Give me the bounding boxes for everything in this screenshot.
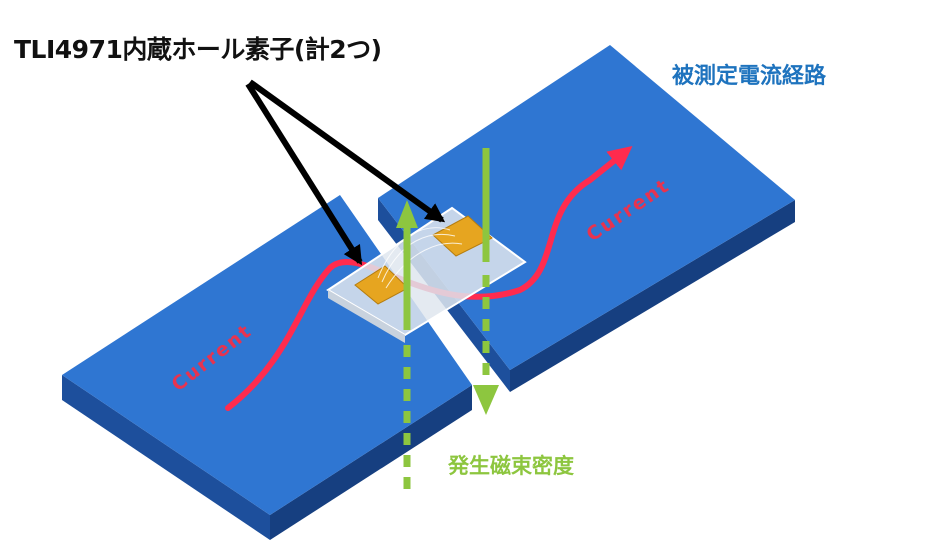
pointer-arrow-left <box>245 82 363 266</box>
conductor-left-side <box>270 385 472 540</box>
conductor-left-front <box>62 375 270 540</box>
pointer-arrow-right <box>248 79 446 223</box>
sensor-body-edge <box>328 290 405 343</box>
sensor-package <box>326 206 527 343</box>
hall-element-right <box>432 215 493 257</box>
current-path-label: 被測定電流経路 <box>672 64 827 89</box>
flux-density-label: 発生磁束密度 <box>448 454 574 478</box>
pointer-arrows <box>245 79 446 266</box>
conductor-right-side <box>510 200 795 392</box>
bond-wires <box>377 227 463 289</box>
conductor-right-top <box>378 45 795 370</box>
flux-arrow-down <box>473 148 499 415</box>
flux-arrow-up <box>396 200 418 492</box>
hall-elements-label: TLI4971内蔵ホール素子(計2つ) <box>14 35 382 64</box>
flux-arrow-up-head <box>396 200 418 228</box>
flux-arrow-down-head <box>473 385 499 415</box>
